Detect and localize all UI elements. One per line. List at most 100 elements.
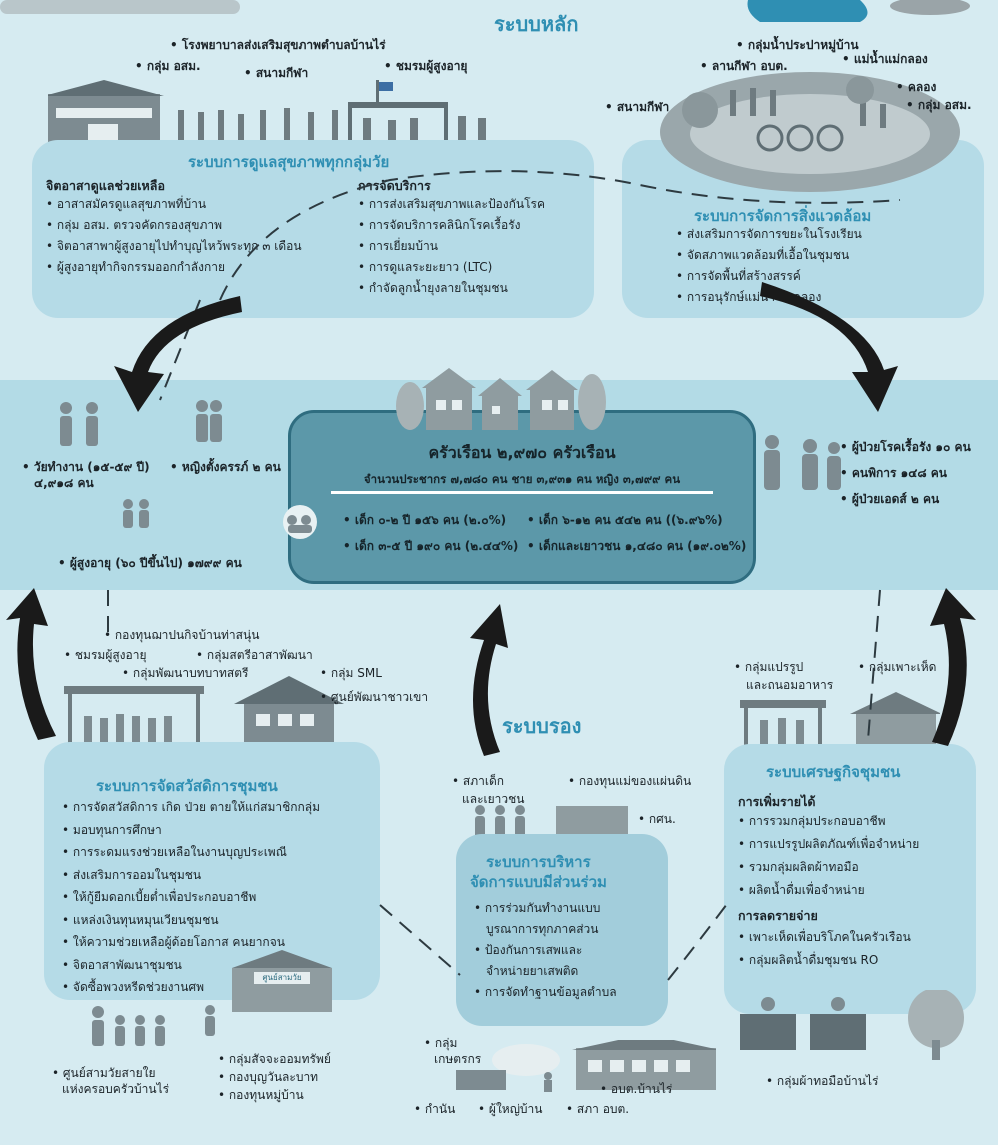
- participation-panel-title-2: จัดการแบบมีส่วนร่วม: [470, 873, 607, 891]
- list-item: ให้กู้ยืมดอกเบี้ยต่ำเพื่อประกอบอาชีพ: [62, 886, 320, 909]
- list-item: จัดซื้อพวงหรีดช่วยงานศพ: [62, 976, 320, 999]
- welfare-list: การจัดสวัสดิการ เกิด ป่วย ตายให้แก่สมาชิ…: [62, 796, 320, 999]
- list-item: การร่วมกันทำงานแบบ: [474, 898, 617, 919]
- participation-bottom-illustration: [456, 1040, 716, 1092]
- health-label-stadium: สนามกีฬา: [244, 66, 308, 80]
- welfare-label-cremation-fund: กองทุนฌาปนกิจบ้านท่าสนุ่น: [104, 628, 259, 642]
- list-item: การเยี่ยมบ้าน: [358, 236, 545, 257]
- list-item: ผู้สูงอายุทำกิจกรรมออกกำลังกาย: [46, 257, 302, 278]
- list-item: การจัดทำฐานข้อมูลตำบล: [474, 982, 617, 1003]
- economy-panel-title: ระบบเศรษฐกิจชุมชน: [766, 763, 901, 781]
- participation-label-youth-council-2: และเยาวชน: [462, 792, 525, 806]
- env-label-sport-ground: ลานกีฬา อบต.: [700, 59, 788, 73]
- economy-label-mushroom-group: กลุ่มเพาะเห็ด: [858, 660, 936, 674]
- list-item: การส่งเสริมสุขภาพและป้องกันโรค: [358, 194, 545, 215]
- welfare-label-village-fund: กองทุนหมู่บ้าน: [218, 1088, 304, 1102]
- welfare-label-hill-tribe-center: ศูนย์พัฒนาชาวเขา: [320, 690, 428, 704]
- aids-patients-label: ผู้ป่วยเอดส์ ๒ คน: [840, 492, 939, 506]
- health-label-osm: กลุ่ม อสม.: [135, 59, 201, 73]
- stat-children-6-12: เด็ก ๖-๑๒ คน ๕๔๒ คน ((๖.๙๖%): [527, 511, 723, 530]
- summary-divider: [331, 491, 713, 494]
- health-panel-title: ระบบการดูแลสุขภาพทุกกลุ่มวัย: [188, 153, 390, 171]
- list-item: กลุ่ม อสม. ตรวจคัดกรองสุขภาพ: [46, 215, 302, 236]
- environment-illustration: [660, 72, 960, 192]
- main-system-title: ระบบหลัก: [494, 12, 579, 36]
- participation-label-motherland-fund: กองทุนแม่ของแผ่นดิน: [568, 774, 691, 788]
- list-item: จิตอาสาพาผู้สูงอายุไปทำบุญไหว้พระทุก ๓ เ…: [46, 236, 302, 257]
- elderly-label: ผู้สูงอายุ (๖๐ ปีขึ้นไป) ๑๗๙๙ คน: [58, 556, 242, 570]
- list-item: ส่งเสริมการจัดการขยะในโรงเรียน: [676, 224, 862, 245]
- participation-label-farmer-group: กลุ่ม: [424, 1036, 457, 1050]
- economy-expense-heading: การลดรายจ่าย: [738, 908, 818, 923]
- env-label-osm: กลุ่ม อสม.: [906, 98, 972, 112]
- three-age-center-building: ศูนย์สามวัย: [232, 950, 332, 1012]
- env-label-water-group: กลุ่มน้ำประปาหมู่บ้าน: [736, 38, 859, 52]
- chronic-patients-label: ผู้ป่วยโรคเรื้อรัง ๑๐ คน: [840, 440, 971, 454]
- participation-label-sao-council: สภา อบต.: [566, 1102, 629, 1116]
- health-label-elderly-club: ชมรมผู้สูงอายุ: [384, 59, 467, 73]
- stat-children-3-5: เด็ก ๓-๕ ปี ๑๙๐ คน (๒.๔๔%): [343, 537, 519, 556]
- welfare-label-three-age-center: ศูนย์สามวัยสายใย: [52, 1066, 155, 1080]
- building-sign: ศูนย์สามวัย: [254, 972, 310, 984]
- list-item-cont: จำหน่ายยาเสพติด: [486, 964, 579, 978]
- list-item: การดูแลระยะยาว (LTC): [358, 257, 545, 278]
- list-item: การอนุรักษ์แม่น้ำ ลำคลอง: [676, 287, 862, 308]
- welfare-panel-title: ระบบการจัดสวัสดิการชุมชน: [96, 777, 278, 795]
- health-label-hospital: โรงพยาบาลส่งเสริมสุขภาพตำบลบ้านไร่: [170, 38, 386, 52]
- welfare-label-family-center: แห่งครอบครัวบ้านไร่: [62, 1082, 170, 1096]
- list-item: เพาะเห็ดเพื่อบริโภคในครัวเรือน: [738, 926, 911, 949]
- health-col2-list: การส่งเสริมสุขภาพและป้องกันโรค การจัดบริ…: [358, 194, 545, 299]
- welfare-label-sml: กลุ่ม SML: [320, 666, 382, 680]
- list-item: การจัดสวัสดิการ เกิด ป่วย ตายให้แก่สมาชิ…: [62, 796, 320, 819]
- env-label-maeklong-river: แม่น้ำแม่กลอง: [842, 52, 928, 66]
- list-item: แหล่งเงินทุนหมุนเวียนชุมชน: [62, 909, 320, 932]
- list-item-cont: บูรณาการทุกภาคส่วน: [486, 922, 599, 936]
- welfare-label-women-role: กลุ่มพัฒนาบทบาทสตรี: [122, 666, 248, 680]
- participation-label-youth-council: สภาเด็ก: [452, 774, 504, 788]
- list-item: ส่งเสริมการออมในชุมชน: [62, 864, 320, 887]
- secondary-system-title: ระบบรอง: [502, 714, 582, 738]
- list-item: การจัดบริการคลินิกโรคเรื้อรัง: [358, 215, 545, 236]
- welfare-label-daily-baht-fund: กองบุญวันละบาท: [218, 1070, 318, 1084]
- welfare-bottom-illustration: [92, 1005, 215, 1046]
- participation-label-kamnan: กำนัน: [414, 1102, 455, 1116]
- list-item: รวมกลุ่มผลิตผ้าทอมือ: [738, 856, 919, 879]
- working-age-label: วัยทำงาน (๑๕-๕๙ ปี): [22, 460, 150, 474]
- list-item: อาสาสมัครดูแลสุขภาพที่บ้าน: [46, 194, 302, 215]
- working-age-count: ๔,๙๑๘ คน: [34, 476, 94, 490]
- economy-income-list: การรวมกลุ่มประกอบอาชีพ การแปรรูปผลิตภัณฑ…: [738, 810, 919, 902]
- list-item: การจัดพื้นที่สร้างสรรค์: [676, 266, 862, 287]
- health-col2-heading: การจัดบริการ: [358, 178, 431, 193]
- list-item: จิตอาสาพัฒนาชุมชน: [62, 954, 320, 977]
- list-item: การแปรรูปผลิตภัณฑ์เพื่อจำหน่าย: [738, 833, 919, 856]
- disabled-label: คนพิการ ๑๔๘ คน: [840, 466, 947, 480]
- list-item: การระดมแรงช่วยเหลือในงานบุญประเพณี: [62, 841, 320, 864]
- welfare-label-elderly-club: ชมรมผู้สูงอายุ: [64, 648, 147, 662]
- health-col1-heading: จิตอาสาดูแลช่วยเหลือ: [46, 178, 165, 193]
- list-item: ป้องกันการเสพและ: [474, 940, 617, 961]
- list-item: จัดสภาพแวดล้อมที่เอื้อในชุมชน: [676, 245, 862, 266]
- economy-label-weaving-group: กลุ่มผ้าทอมือบ้านไร่: [766, 1074, 878, 1088]
- household-title: ครัวเรือน ๒,๙๗๐ ครัวเรือน: [428, 443, 616, 462]
- economy-income-heading: การเพิ่มรายได้: [738, 794, 816, 809]
- list-item: การรวมกลุ่มประกอบอาชีพ: [738, 810, 919, 833]
- economy-label-processing-group: กลุ่มแปรรูป: [734, 660, 803, 674]
- list-item: มอบทุนการศึกษา: [62, 819, 320, 842]
- environment-list: ส่งเสริมการจัดการขยะในโรงเรียน จัดสภาพแว…: [676, 224, 862, 308]
- list-item: กลุ่มผลิตน้ำดื่มชุมชน RO: [738, 949, 911, 972]
- list-item: ผลิตน้ำดื่มเพื่อจำหน่าย: [738, 879, 919, 902]
- population-summary: จำนวนประชากร ๗,๗๘๐ คน ชาย ๓,๙๓๑ คน หญิง …: [363, 472, 681, 486]
- economy-expense-list: เพาะเห็ดเพื่อบริโภคในครัวเรือน กลุ่มผลิต…: [738, 926, 911, 972]
- pregnant-label: หญิงตั้งครรภ์ ๒ คน: [170, 460, 281, 474]
- participation-label-nfe: กศน.: [638, 812, 676, 826]
- list-item: ให้ความช่วยเหลือผู้ด้อยโอกาส คนยากจน: [62, 931, 320, 954]
- participation-panel-title-1: ระบบการบริหาร: [486, 853, 591, 871]
- health-col1-list: อาสาสมัครดูแลสุขภาพที่บ้าน กลุ่ม อสม. ตร…: [46, 194, 302, 278]
- participation-list: การร่วมกันทำงานแบบ บูรณาการทุกภาคส่วน ป้…: [474, 898, 617, 1003]
- household-summary-box: ครัวเรือน ๒,๙๗๐ ครัวเรือน จำนวนประชากร ๗…: [288, 410, 756, 584]
- family-icon: [283, 505, 317, 539]
- right-people-illustration: [764, 435, 841, 490]
- participation-label-sao: อบต.บ้านไร่: [600, 1082, 672, 1096]
- participation-label-village-head: ผู้ใหญ่บ้าน: [478, 1102, 543, 1116]
- top-decoration-graphic: [0, 0, 970, 22]
